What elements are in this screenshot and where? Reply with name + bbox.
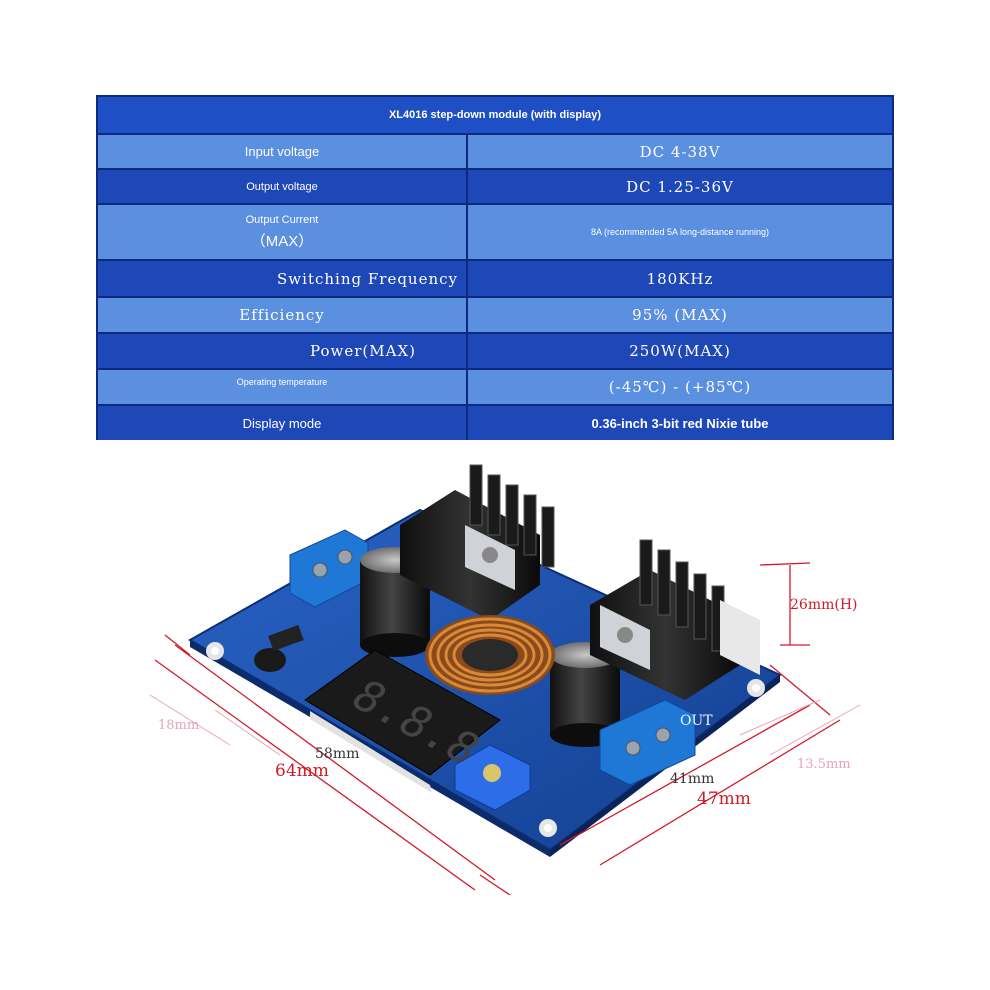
row-value: 0.36-inch 3-bit red Nixie tube (591, 415, 769, 431)
row-label: Power(MAX) (98, 334, 468, 368)
dimension-13-5mm-label: 13.5mm (797, 757, 851, 772)
row-label-cell: Output Current （MAX） (98, 205, 468, 259)
input-terminal-block (289, 529, 369, 608)
table-row: Output Current （MAX） 8A (recommended 5A … (98, 205, 892, 261)
row-label: Output voltage (98, 170, 468, 203)
mounting-hole-icon (747, 679, 765, 697)
dimension-18mm-label: 18mm (158, 718, 200, 733)
out-label: OUT (680, 713, 713, 729)
heatsink (590, 539, 760, 700)
row-label: Input voltage (98, 135, 468, 168)
transistor-component (254, 625, 304, 672)
row-label: Display mode (98, 406, 468, 440)
row-label: Output Current (245, 213, 319, 226)
table-row: Output voltage DC 1.25-36V (98, 170, 892, 205)
output-terminal-block (599, 699, 696, 786)
dimension-41mm-label: 41mm (670, 771, 715, 787)
spec-table: XL4016 step-down module (with display) I… (96, 95, 894, 440)
row-label: Operating temperature (98, 370, 468, 404)
row-value: 95% (MAX) (632, 306, 728, 324)
table-row: Display mode 0.36-inch 3-bit red Nixie t… (98, 406, 892, 440)
row-label: Efficiency (98, 298, 468, 332)
product-illustration: 8.8.8 OUT (149, 464, 861, 895)
toroidal-inductor (425, 615, 555, 695)
dimension-58mm-label: 58mm (315, 746, 360, 762)
table-row: Power(MAX) 250W(MAX) (98, 334, 892, 370)
table-row: Efficiency 95% (MAX) (98, 298, 892, 334)
table-title-row: XL4016 step-down module (with display) (98, 97, 892, 135)
row-value: DC 1.25-36V (626, 177, 734, 196)
row-value: 180KHz (646, 269, 714, 288)
row-label: Switching Frequency (98, 261, 468, 296)
height-dimension-label: 26mm(H) (790, 597, 858, 613)
dimension-lines (154, 562, 841, 895)
row-value: 250W(MAX) (629, 342, 731, 360)
mounting-hole-icon (206, 642, 224, 660)
heatsink (400, 464, 555, 620)
mounting-hole-icon (539, 819, 557, 837)
potentiometer (454, 744, 531, 811)
table-row: Switching Frequency 180KHz (98, 261, 892, 298)
dimension-64mm-label: 64mm (275, 761, 329, 781)
row-value: 8A (recommended 5A long-distance running… (590, 227, 770, 237)
table-row: Input voltage DC 4-38V (98, 135, 892, 170)
dimension-47mm-label: 47mm (697, 789, 751, 809)
row-value: DC 4-38V (639, 142, 721, 161)
dimension-lines-light (149, 694, 861, 756)
electrolytic-capacitor (550, 642, 620, 747)
table-title: XL4016 step-down module (with display) (388, 109, 602, 121)
row-value: (-45℃) - (+85℃) (608, 378, 752, 396)
table-row: Operating temperature (-45℃) - (+85℃) (98, 370, 892, 406)
row-label-max: （MAX） (250, 232, 314, 250)
